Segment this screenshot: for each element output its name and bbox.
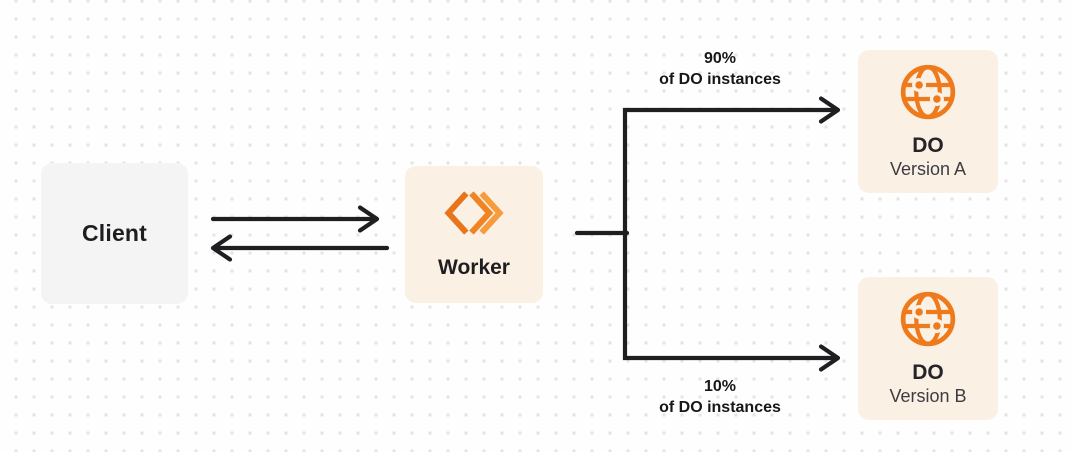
bottom-branch-label: 10% of DO instances	[600, 376, 840, 418]
bottom-branch-caption: of DO instances	[659, 399, 781, 416]
globe-icon	[898, 62, 958, 127]
do-version-a-node: DO Version A	[858, 50, 998, 193]
worker-label: Worker	[438, 255, 510, 279]
do-a-subtitle: Version A	[889, 158, 967, 179]
client-to-worker-arrow	[210, 205, 380, 233]
workers-logo-icon	[444, 190, 504, 241]
globe-icon	[898, 289, 958, 354]
worker-node: Worker	[405, 166, 543, 303]
branch-connector	[574, 107, 836, 361]
top-branch-label: 90% of DO instances	[600, 48, 840, 90]
top-branch-caption: of DO instances	[659, 71, 781, 88]
client-label: Client	[81, 220, 148, 246]
top-branch-percent: 90%	[703, 50, 737, 67]
branch-arrowhead-top	[818, 96, 841, 124]
do-b-title: DO	[912, 360, 944, 384]
branch-arrowhead-bottom	[818, 344, 841, 372]
do-version-b-node: DO Version B	[858, 277, 998, 420]
do-a-title: DO	[912, 133, 944, 157]
bottom-branch-percent: 10%	[703, 378, 737, 395]
client-node: Client	[41, 163, 188, 304]
worker-to-client-arrow	[210, 234, 390, 262]
do-b-subtitle: Version B	[889, 385, 967, 406]
